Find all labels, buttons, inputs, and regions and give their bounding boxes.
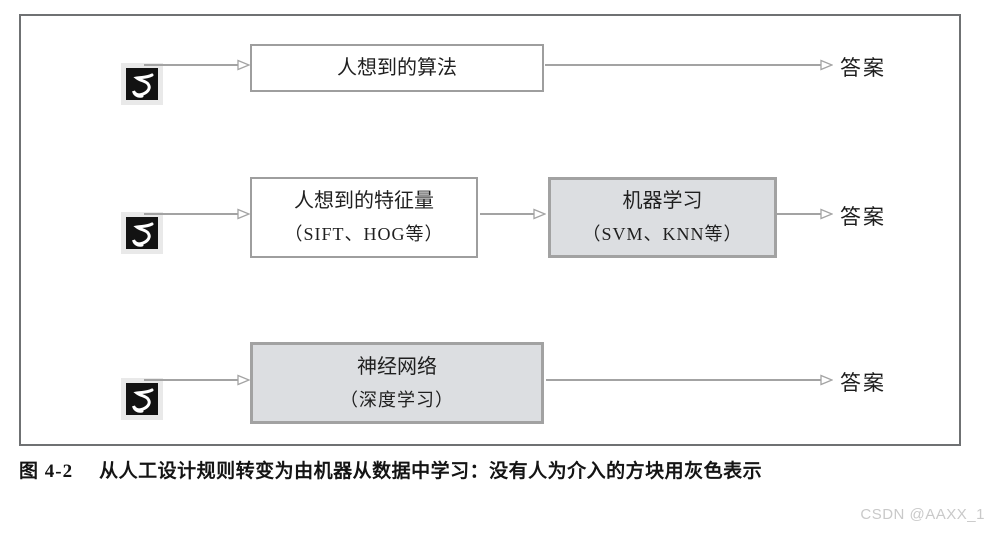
arrow [545,59,833,71]
box-machine-learning: 机器学习 （SVM、KNN等） [548,177,777,258]
answer-label: 答案 [840,56,886,80]
arrow [777,208,833,220]
digit-5-glyph [126,68,158,100]
answer-label: 答案 [840,371,886,395]
handwritten-digit-5-icon [121,212,163,254]
digit-5-glyph [126,217,158,249]
answer-label: 答案 [840,205,886,229]
box-label: 机器学习 [622,190,703,213]
figure-caption: 图 4-2 从人工设计规则转变为由机器从数据中学习：没有人为介入的方块用灰色表示 [19,456,969,483]
box-sublabel: （深度学习） [340,389,454,410]
box-sublabel: （SVM、KNN等） [582,224,743,245]
box-label: 人想到的算法 [337,56,457,79]
box-human-algorithm: 人想到的算法 [250,44,544,92]
box-label: 神经网络 [357,355,437,378]
box-human-features: 人想到的特征量 （SIFT、HOG等） [250,177,478,258]
box-sublabel: （SIFT、HOG等） [284,224,444,245]
figure-frame: 人想到的算法 答案 人想到的特征量 （SIFT、HOG等） 机器学习 （SVM、… [19,14,961,446]
figure-caption-text: 从人工设计规则转变为由机器从数据中学习：没有人为介入的方块用灰色表示 [99,461,763,482]
box-neural-network: 神经网络 （深度学习） [250,342,544,424]
arrow [480,208,546,220]
arrow [144,374,250,386]
csdn-watermark: CSDN @AAXX_1 [860,506,985,523]
handwritten-digit-5-icon [121,378,163,420]
figure-number: 图 4-2 [19,461,74,482]
digit-5-glyph [126,383,158,415]
arrow [144,59,250,71]
box-label: 人想到的特征量 [294,190,434,213]
arrow [546,374,833,386]
handwritten-digit-5-icon [121,63,163,105]
arrow [144,208,250,220]
